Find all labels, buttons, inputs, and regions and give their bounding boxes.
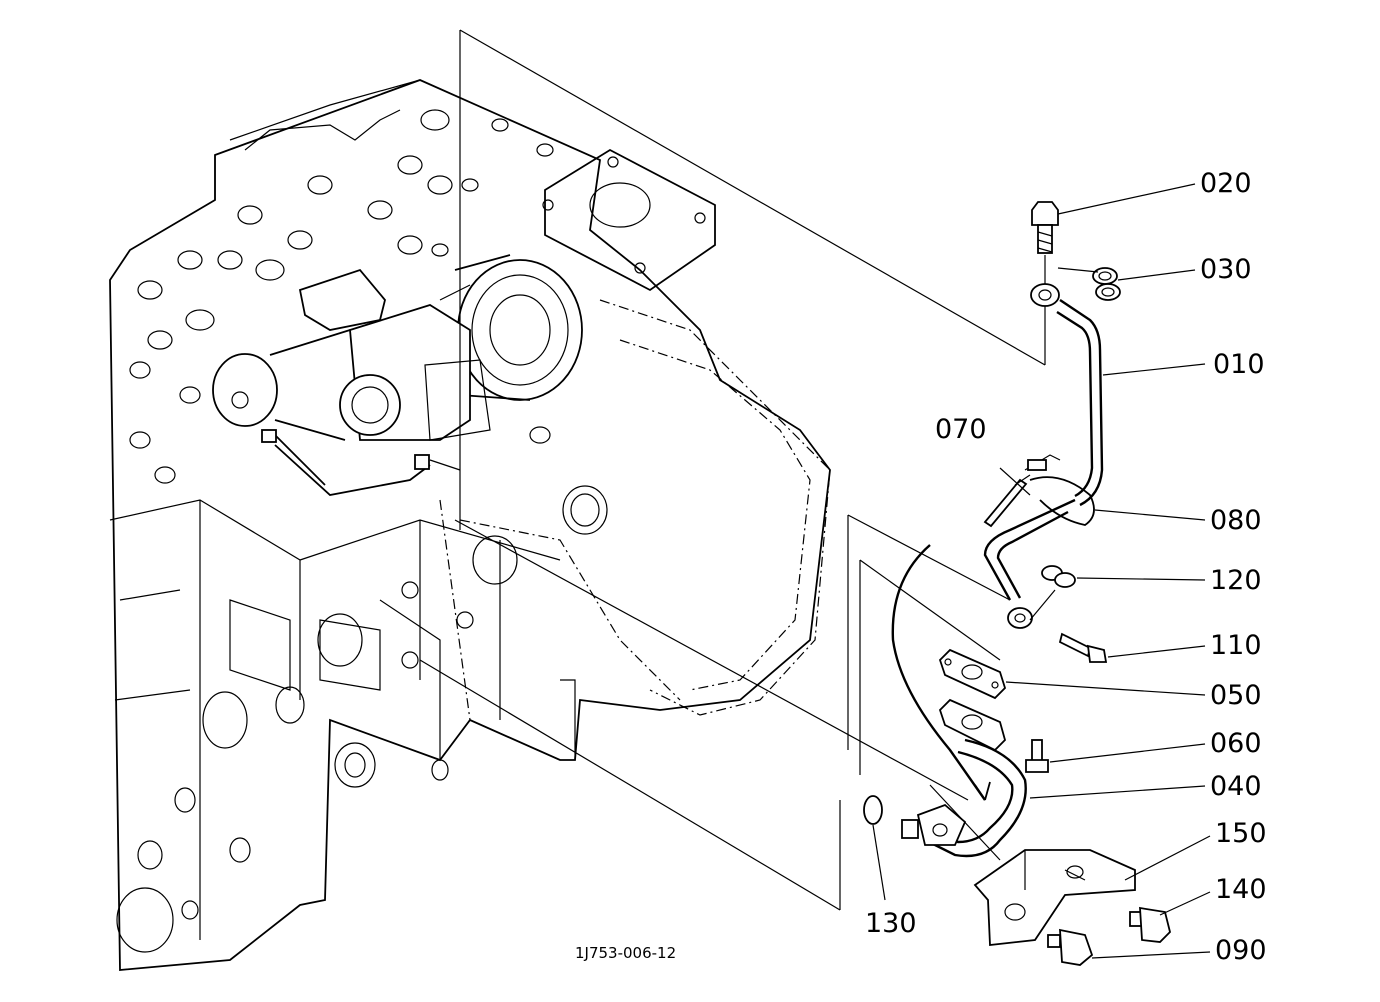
part-080-clamp [1024, 454, 1095, 526]
callout-130: 130 [865, 908, 917, 939]
callout-060: 060 [1210, 728, 1262, 759]
part-020-banjo-bolt [1031, 201, 1059, 254]
part-050-flange-gasket [938, 648, 1007, 700]
part-060-bolt [1025, 739, 1049, 773]
callout-140: 140 [1215, 874, 1267, 905]
part-040-return-pipe [891, 544, 1027, 858]
leader-lines [872, 183, 1211, 959]
part-030-gaskets [1044, 255, 1121, 301]
callout-150: 150 [1215, 818, 1267, 849]
callout-070: 070 [935, 414, 987, 445]
callout-080: 080 [1210, 505, 1262, 536]
callout-040: 040 [1210, 771, 1262, 802]
alignment-lines [419, 29, 1046, 911]
callout-010: 010 [1213, 349, 1265, 380]
callout-030: 030 [1200, 254, 1252, 285]
callout-labels: 020 030 010 070 080 120 110 050 060 040 … [865, 168, 1267, 966]
part-140-bolt [1129, 906, 1171, 943]
part-010-oil-pipe [1030, 283, 1104, 507]
callout-020: 020 [1200, 168, 1252, 199]
part-130-o-ring [863, 795, 883, 825]
callout-090: 090 [1215, 935, 1267, 966]
callout-120: 120 [1210, 565, 1262, 596]
turbocharger [212, 254, 583, 496]
part-040-flange [938, 698, 1007, 752]
part-110-bolt [1058, 632, 1108, 663]
part-090-bolt [1047, 928, 1094, 966]
callout-050: 050 [1210, 680, 1262, 711]
part-150-bracket [973, 849, 1136, 947]
part-120-gaskets [1029, 565, 1076, 621]
head-ports [129, 109, 554, 484]
part-070-pin [983, 474, 1031, 528]
part-pipe-lower-section [983, 498, 1076, 629]
callout-110: 110 [1210, 630, 1262, 661]
drawing-number: 1J753-006-12 [575, 944, 676, 962]
engine-block-drawing [109, 79, 831, 971]
